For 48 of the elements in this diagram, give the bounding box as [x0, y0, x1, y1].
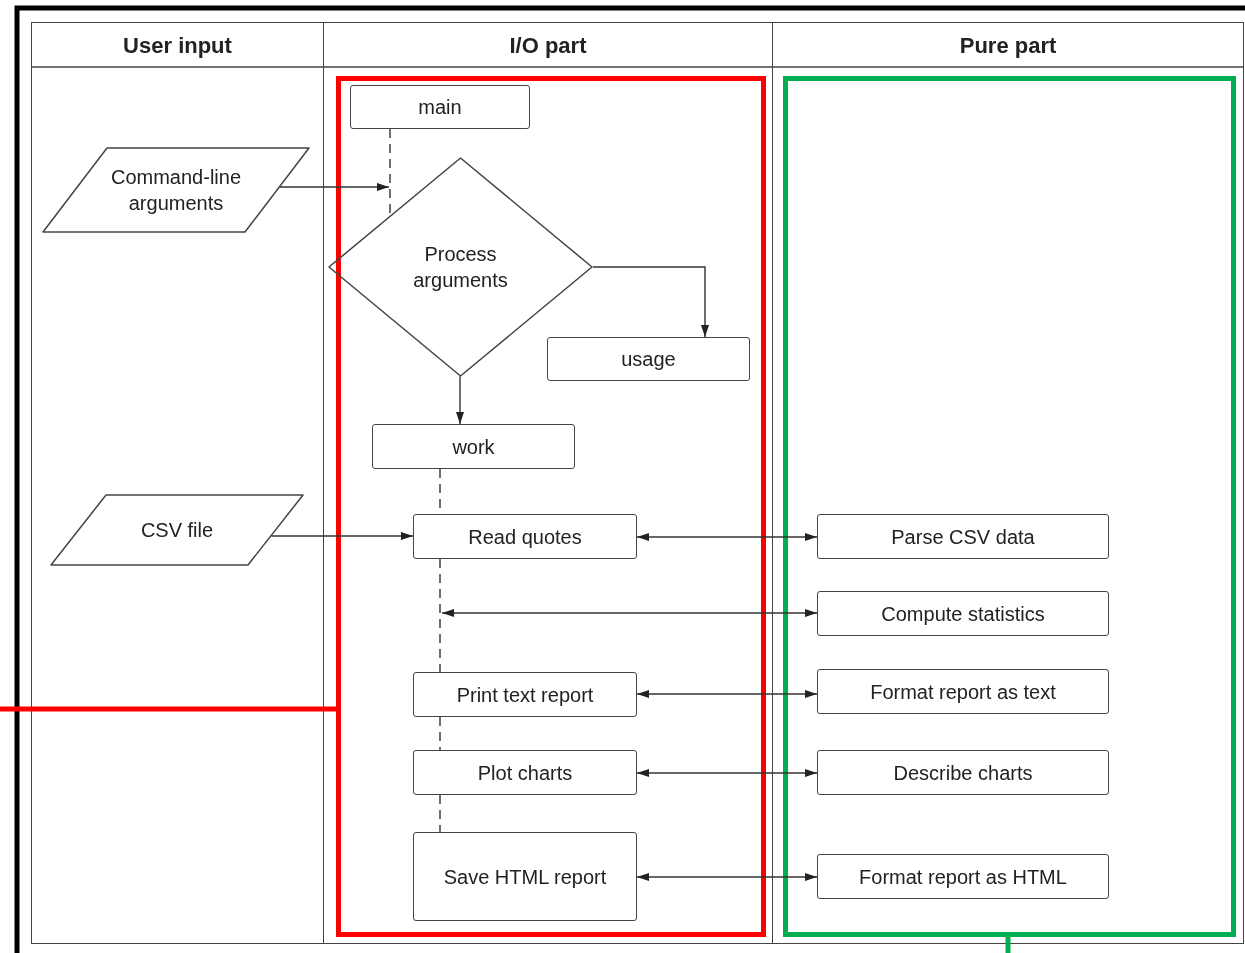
arrow [270, 532, 414, 540]
connector-line [0, 706, 336, 712]
node-label: Compute statistics [880, 601, 1046, 627]
node-label: Read quotes [467, 524, 583, 550]
process-box [413, 750, 637, 795]
node-label: work [451, 434, 496, 460]
node-label: Format report as text [869, 679, 1057, 705]
lane-title: I/O part [508, 32, 588, 60]
arrow [456, 375, 464, 425]
process-box [547, 337, 750, 381]
node-label: Command-line arguments [109, 165, 243, 216]
decision-diamond [328, 157, 593, 377]
process-box [817, 669, 1109, 714]
process-box [413, 672, 637, 717]
process-box [372, 424, 575, 469]
process-box [817, 591, 1109, 636]
arrow [279, 183, 390, 191]
process-box [817, 514, 1109, 559]
node-label: Save HTML report [442, 864, 608, 890]
node-label: usage [620, 347, 677, 372]
double-arrow [636, 690, 818, 698]
process-box [413, 514, 637, 559]
process-box [350, 85, 530, 129]
double-arrow [636, 769, 818, 777]
lane-title: Pure part [958, 32, 1058, 60]
node-label: Parse CSV data [890, 524, 1036, 550]
node-label: Plot charts [476, 760, 574, 786]
node-label: main [417, 95, 463, 120]
swimlane [31, 22, 324, 944]
connector-line [1005, 937, 1011, 953]
process-box [817, 750, 1109, 795]
input-parallelogram [42, 147, 310, 233]
process-box [817, 854, 1109, 899]
double-arrow [636, 533, 818, 541]
node-label: Describe charts [892, 760, 1034, 786]
node-label: Process arguments [412, 242, 509, 293]
arrow [592, 266, 709, 338]
input-parallelogram [50, 494, 304, 566]
double-arrow [636, 873, 818, 881]
process-box [413, 832, 637, 921]
dashed-line [439, 794, 441, 833]
node-label: CSV file [139, 518, 215, 543]
lane-title: User input [122, 32, 233, 60]
double-arrow [441, 609, 818, 617]
node-label: Print text report [455, 682, 595, 708]
node-label: Format report as HTML [858, 864, 1068, 890]
dashed-line [439, 716, 441, 751]
dashed-line [439, 558, 441, 673]
